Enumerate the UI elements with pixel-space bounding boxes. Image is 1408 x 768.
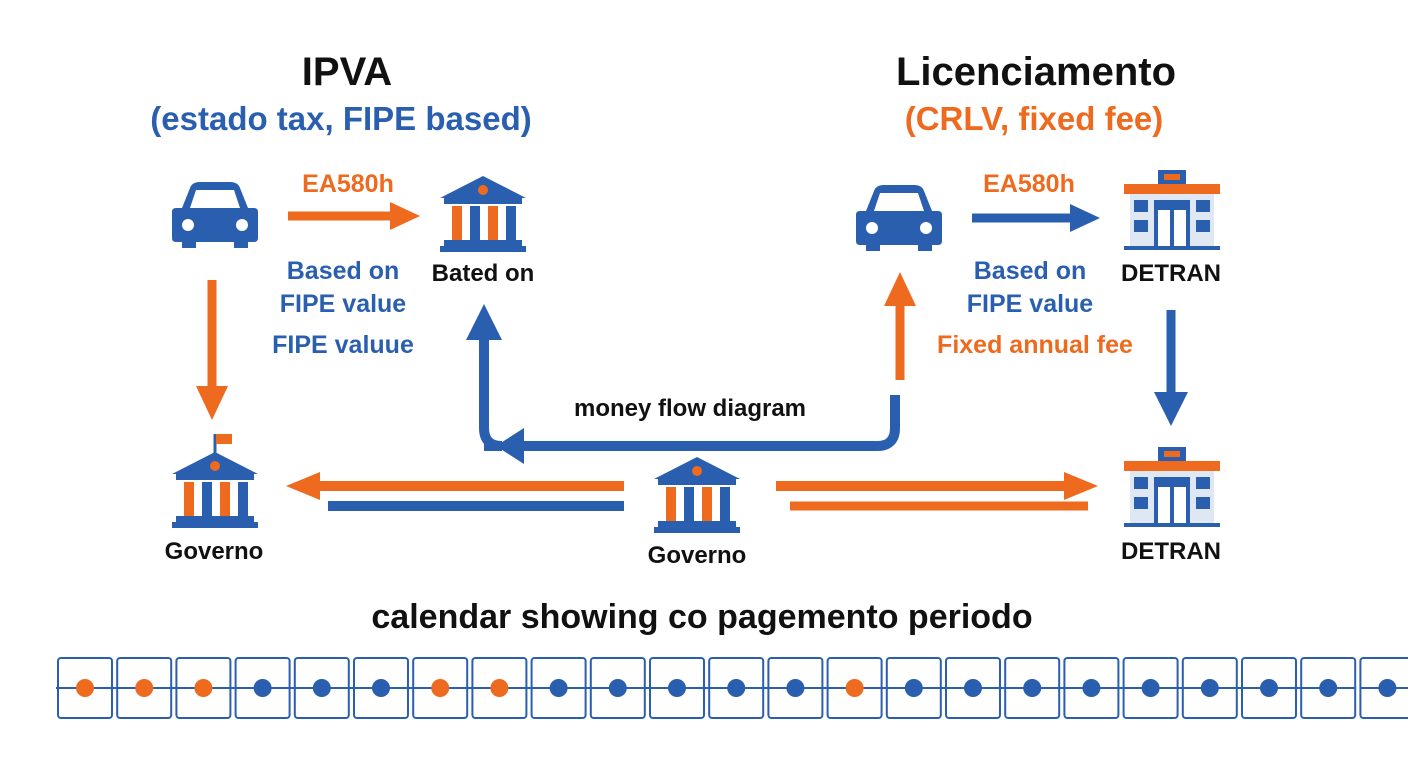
payment-dot-blue (1200, 679, 1219, 697)
calendar-day (649, 657, 705, 719)
calendar-day (826, 657, 883, 719)
payment-dot-blue (1141, 679, 1160, 697)
calendar-day (116, 657, 173, 719)
calendar-day (1122, 657, 1179, 719)
left-note-line1: Based on (286, 257, 400, 285)
left-bottom-node-label: Governo (164, 538, 264, 565)
payment-dot-blue (1260, 679, 1278, 697)
licenciamento-title: Licenciamento (895, 50, 1177, 94)
calendar-day (471, 657, 528, 719)
left-arrow-label: EA580h (302, 170, 394, 198)
center-node-label: Governo (647, 542, 747, 569)
calendar-day (1004, 657, 1061, 719)
arrow-center-to-governo (286, 472, 624, 511)
arrow-car-to-bank (288, 202, 420, 230)
arrow-car-to-governo (196, 280, 228, 420)
calendar-day (412, 657, 469, 719)
calendar-day (1063, 657, 1120, 719)
calendar-day (1359, 657, 1408, 719)
calendar-day (175, 657, 232, 719)
right-top-node-label: DETRAN (1121, 260, 1221, 287)
left-note-line2: FIPE value (279, 290, 407, 318)
calendar-day (708, 657, 765, 719)
payment-dot-orange (431, 679, 450, 697)
right-note-line3: Fixed annual fee (937, 331, 1133, 359)
payment-dot-orange (135, 679, 154, 697)
arrow-detran-to-detran (1154, 310, 1188, 426)
ipva-title: IPVA (301, 50, 393, 94)
right-arrow-label: EA580h (983, 170, 1075, 198)
detran-building-icon (1124, 170, 1220, 250)
calendar-day (885, 657, 942, 719)
payment-dot-blue (786, 679, 805, 697)
calendar-day (234, 657, 291, 719)
payment-dot-blue (253, 679, 272, 697)
bank-icon (654, 457, 740, 533)
payment-dot-blue (1082, 679, 1101, 697)
arrow-up-to-car (884, 272, 916, 380)
calendar-day (57, 657, 113, 719)
payment-dot-blue (1378, 679, 1397, 697)
calendar-title: calendar showing co pagemento periodo (371, 598, 1033, 636)
payment-dot-blue (1319, 679, 1338, 697)
payment-dot-blue (549, 679, 568, 697)
detran-building-icon (1124, 447, 1220, 527)
licenciamento-subtitle: (CRLV, fixed fee) (904, 100, 1164, 137)
payment-dot-orange (194, 679, 213, 697)
right-bottom-node-label: DETRAN (1121, 538, 1221, 565)
payment-dot-orange (76, 679, 94, 697)
payment-dot-blue (964, 679, 982, 697)
calendar-day (589, 657, 646, 719)
payment-dot-orange (845, 679, 864, 697)
arrow-center-to-detran (776, 472, 1098, 511)
payment-dot-blue (372, 679, 390, 697)
calendar-day (1181, 657, 1238, 719)
calendar-day (293, 657, 350, 719)
arrow-car-to-detran (972, 204, 1100, 232)
payment-dot-blue (904, 679, 923, 697)
bank-icon (172, 452, 258, 528)
payment-dot-blue (1023, 679, 1042, 697)
payment-dot-blue (727, 679, 746, 697)
money-flow-label: money flow diagram (573, 395, 807, 422)
flag-icon (213, 434, 232, 454)
bank-icon (440, 176, 526, 252)
left-note-line3: FIPE valuue (272, 331, 414, 359)
ipva-subtitle: (estado tax, FIPE based) (150, 100, 532, 137)
payment-dot-blue (608, 679, 627, 697)
calendar-day (1300, 657, 1357, 719)
car-icon (172, 182, 258, 248)
calendar-day (767, 657, 824, 719)
calendar-day (945, 657, 1001, 719)
payment-dot-blue (668, 679, 686, 697)
calendar-day (353, 657, 409, 719)
payment-calendar (56, 657, 1408, 719)
calendar-day (1241, 657, 1297, 719)
calendar-day (530, 657, 587, 719)
left-top-node-label: Bated on (431, 260, 535, 287)
arrow-money-flow-return (466, 304, 900, 464)
payment-dot-orange (490, 679, 509, 697)
car-icon (856, 185, 942, 251)
right-note-line1: Based on (973, 257, 1087, 285)
payment-dot-blue (312, 679, 331, 697)
right-note-line2: FIPE value (966, 290, 1094, 318)
